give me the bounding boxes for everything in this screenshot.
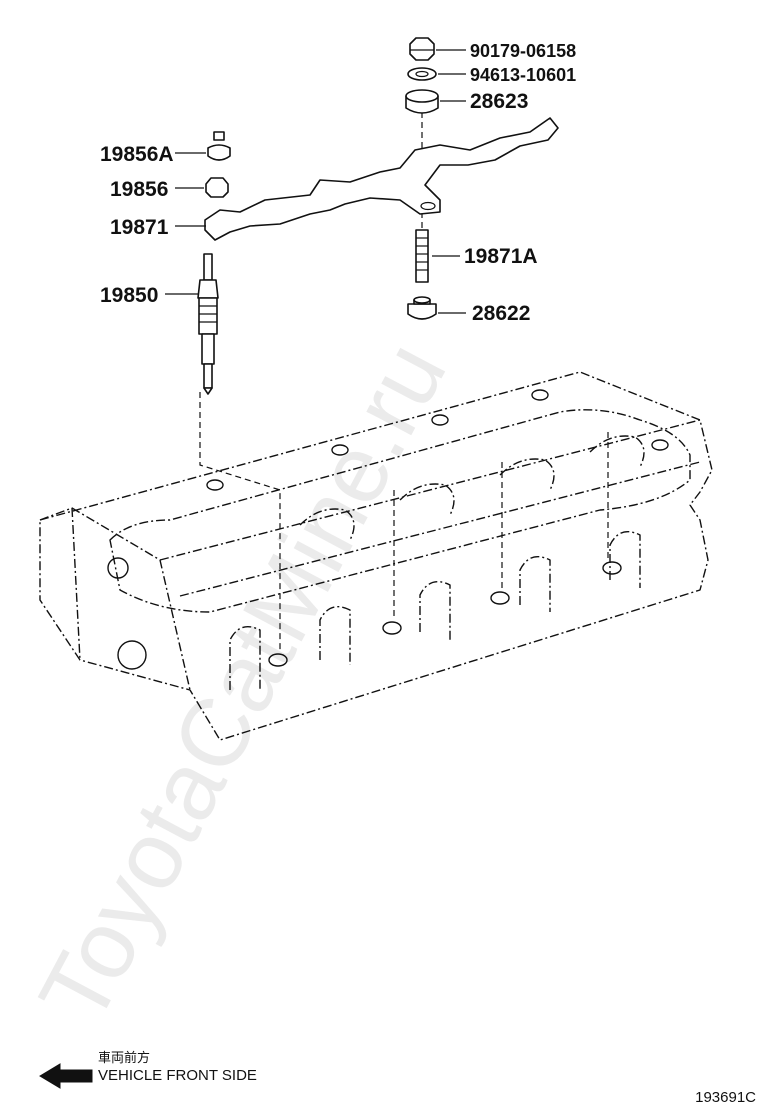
arrow-left-icon bbox=[39, 1063, 93, 1089]
insulator-28622 bbox=[407, 296, 437, 320]
part-number-19871A: 19871A bbox=[464, 245, 538, 268]
part-number-28623: 28623 bbox=[470, 90, 528, 113]
cylinder-head bbox=[39, 371, 713, 741]
assembly-lines bbox=[199, 112, 609, 650]
vehicle-front-label-jp: 車両前方 bbox=[98, 1050, 150, 1066]
connector-bar-19871 bbox=[204, 117, 559, 241]
insulator-28623 bbox=[405, 89, 439, 114]
terminal-19856A bbox=[207, 131, 231, 161]
watermark: ToyotaCatMine.ru bbox=[19, 325, 467, 1040]
part-number-19871: 19871 bbox=[110, 216, 169, 239]
part-number-94613-10601: 94613-10601 bbox=[470, 65, 576, 85]
part-number-90179-06158: 90179-06158 bbox=[470, 41, 576, 61]
stud-19871A bbox=[415, 229, 429, 283]
part-number-19856: 19856 bbox=[110, 178, 168, 201]
leader-lines bbox=[165, 49, 466, 314]
part-labels: 90179-06158 94613-10601 28623 19856A 198… bbox=[100, 41, 576, 325]
part-number-28622: 28622 bbox=[472, 302, 530, 325]
washer-94613-10601 bbox=[407, 67, 437, 81]
illustration-code: 193691C bbox=[695, 1089, 756, 1106]
nut-90179-06158 bbox=[409, 37, 435, 61]
part-number-19850: 19850 bbox=[100, 284, 158, 307]
nut-19856 bbox=[205, 177, 229, 198]
glow-plug-19850 bbox=[197, 253, 219, 395]
vehicle-front-label: VEHICLE FRONT SIDE bbox=[98, 1067, 257, 1084]
vehicle-front-indicator: 車両前方 VEHICLE FRONT SIDE bbox=[39, 1050, 257, 1089]
part-number-19856A: 19856A bbox=[100, 143, 174, 166]
